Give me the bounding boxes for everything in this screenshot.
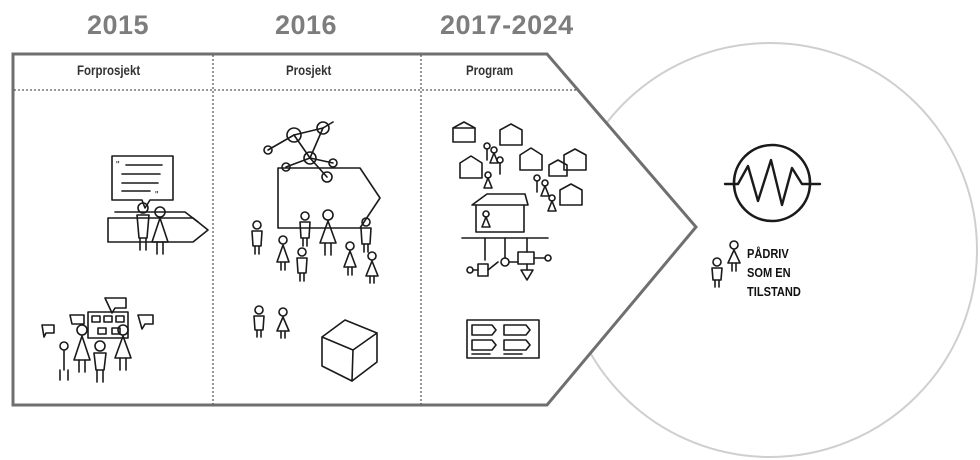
phase-header-program: Program	[466, 62, 514, 78]
people-icon	[253, 305, 290, 339]
state-label-line-2: SOM EN	[747, 265, 791, 280]
year-2017-2024: 2017-2024	[440, 10, 574, 40]
arrow-sign-icon	[277, 167, 381, 229]
state-label: PÅDRIV SOM EN TILSTAND	[747, 244, 815, 301]
state-label-line-1: PÅDRIV	[747, 246, 789, 261]
pulse-circle-icon	[723, 143, 822, 223]
speech-bubble-icon: " "	[111, 155, 174, 209]
arrow-sign-icon	[107, 211, 209, 243]
svg-text:": "	[155, 190, 159, 201]
svg-text:": "	[116, 160, 120, 171]
phase-arrow-frame	[11, 52, 698, 407]
house-icon	[321, 319, 378, 382]
group-discussion-icon	[41, 297, 154, 383]
people-icon	[136, 202, 169, 255]
house-icon	[471, 193, 529, 233]
year-2016: 2016	[275, 10, 338, 40]
people-icon	[251, 209, 379, 284]
village-icon	[452, 121, 587, 212]
year-2015: 2015	[87, 10, 150, 40]
state-label-line-3: TILSTAND	[747, 284, 801, 299]
phase-header-prosjekt: Prosjekt	[286, 62, 332, 78]
phase-header-forprosjekt: Forprosjekt	[77, 62, 141, 78]
document-icon	[466, 319, 540, 359]
flowchart-icon	[461, 237, 552, 281]
people-icon	[711, 240, 741, 288]
